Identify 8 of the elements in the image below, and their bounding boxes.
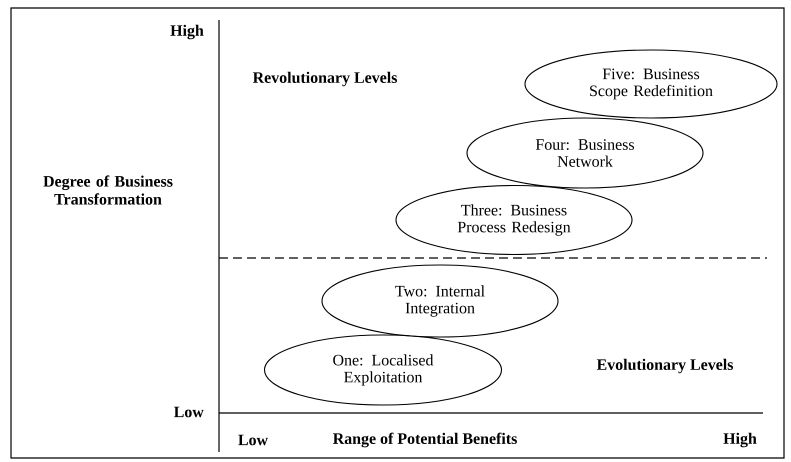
axis-label: Low [174, 406, 204, 418]
axis-label: Low [238, 434, 268, 446]
axis-label: High [723, 432, 757, 448]
axis-label: Range of Potential Benefits [332, 432, 517, 448]
axis-label: High [170, 24, 204, 40]
axis-label: Degree of Business Transformation [43, 175, 173, 205]
axis-label: Revolutionary Levels [252, 72, 398, 86]
axis-label: Evolutionary Levels [596, 358, 734, 374]
